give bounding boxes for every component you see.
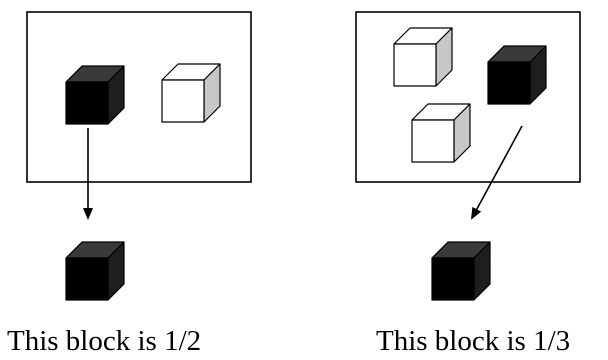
right-caption: This block is 1/3 [376,325,570,357]
right-black-cube [487,45,547,105]
right-panel: This block is 1/3 [355,11,581,357]
left-white-cube [161,63,221,123]
right-extracted-cube [431,241,491,301]
right-panel-box [355,11,581,183]
left-caption: This block is 1/2 [7,325,201,357]
left-extracted-cube [65,241,125,301]
left-black-cube [65,65,125,125]
right-white-cube-bottom [411,103,471,163]
right-arrow [471,125,523,220]
left-panel: This block is 1/2 [7,11,252,357]
right-white-cube-top [393,27,453,87]
